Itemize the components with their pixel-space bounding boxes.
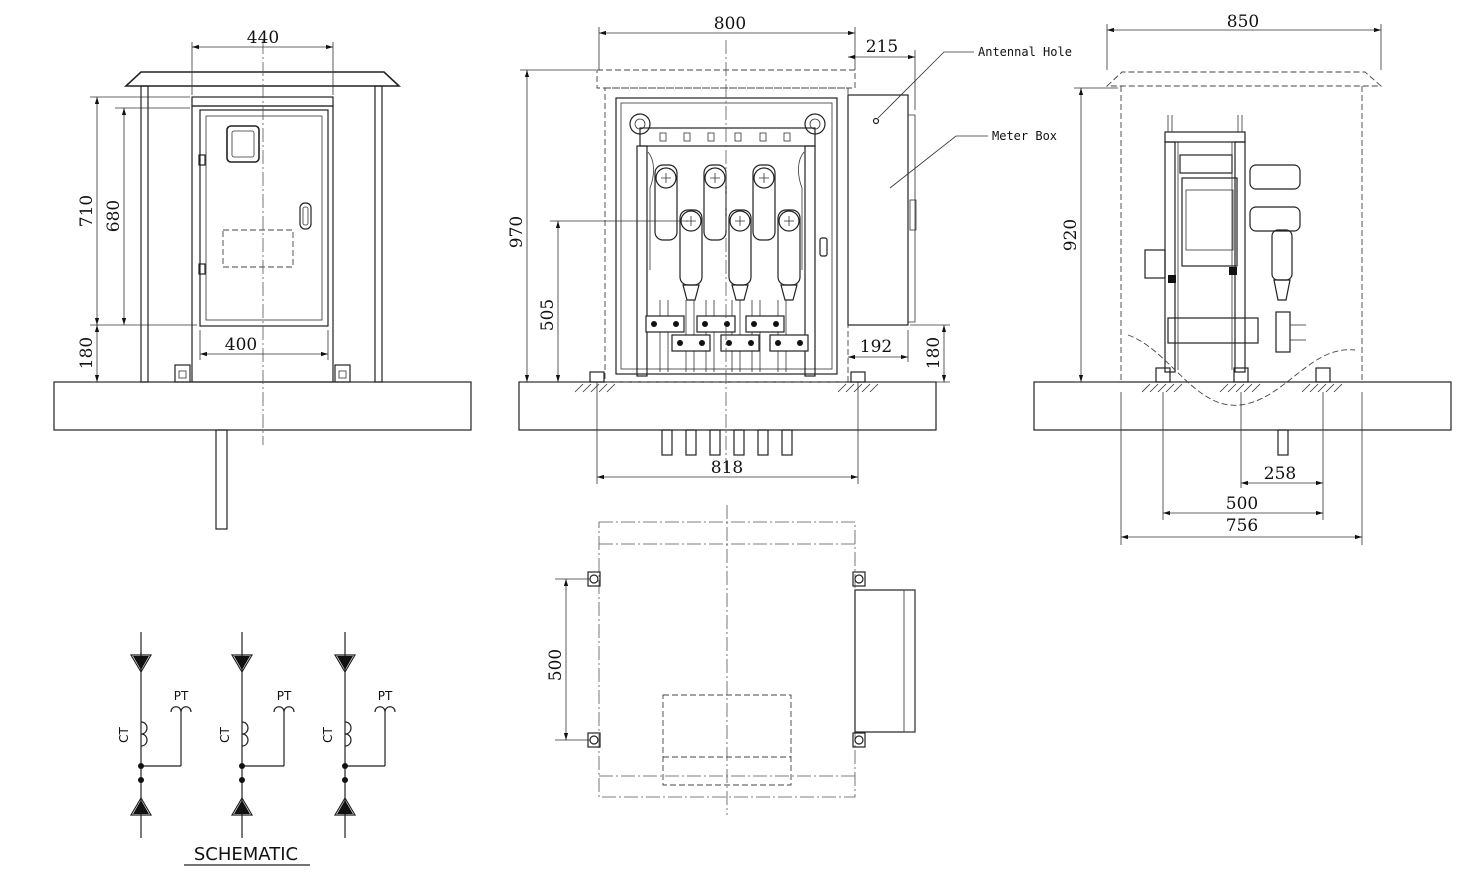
dim-front-door-width: 400 [225, 335, 257, 355]
dim-front-height-total: 710 [77, 195, 97, 227]
section-indicator [819, 237, 828, 257]
dim-front-base-height: 180 [77, 337, 97, 369]
dim-side-height: 920 [1061, 219, 1081, 251]
front-label-plate [222, 229, 294, 268]
meter-box-leader [889, 135, 988, 189]
dim-meter-box-offset: 192 [860, 337, 892, 357]
antenna-hole-label: Antennal Hole [978, 45, 1072, 59]
dim-side-roof-width: 850 [1227, 12, 1259, 32]
section-foundation [518, 381, 937, 431]
dim-side-half-span: 258 [1264, 464, 1296, 484]
dim-front-door-height: 680 [104, 200, 124, 232]
side-view: 850 920 258 500 756 [1033, 12, 1452, 545]
dim-section-width: 800 [714, 14, 746, 34]
schematic-phase-1: CT PT [117, 632, 192, 838]
dim-side-anchor-span: 500 [1226, 494, 1258, 514]
pt-label: PT [174, 689, 189, 703]
dim-plan-anchor-span: 500 [546, 649, 566, 681]
front-door [199, 109, 329, 327]
side-foundation [1033, 381, 1452, 431]
front-view: 440 710 680 180 400 [53, 28, 472, 530]
side-cable-trench [1127, 334, 1356, 406]
front-foundation [53, 381, 472, 431]
side-anchor-bolts [1141, 367, 1343, 393]
dim-side-base-span: 756 [1226, 516, 1258, 536]
front-door-handle [299, 202, 312, 230]
dim-mount-height: 505 [538, 299, 558, 331]
front-hinge [198, 263, 206, 275]
plan-meter-box [854, 589, 916, 733]
front-grounding-rod [215, 429, 228, 530]
side-frame [1144, 115, 1259, 373]
front-anchor-bolt [174, 364, 191, 383]
ct-label: CT [218, 726, 232, 742]
side-roof [1105, 71, 1383, 87]
front-anchor-bolt [334, 364, 351, 383]
dim-section-base-height: 180 [924, 337, 944, 369]
meter-box [847, 94, 909, 326]
front-meter-window [226, 125, 260, 163]
antenna-hole [872, 117, 880, 125]
busbar-mounting-rail [639, 127, 816, 147]
ct-label: CT [321, 726, 335, 742]
section-view: 800 215 970 505 192 180 818 Antennal Hol… [507, 14, 1072, 484]
schematic-title: SCHEMATIC [194, 844, 298, 865]
antenna-hole-leader [877, 51, 974, 119]
schematic: CT PT CT PT CT [117, 632, 396, 866]
front-hinge [198, 154, 206, 166]
dim-front-roof-width: 440 [247, 28, 279, 48]
section-cable-stubs [661, 429, 793, 456]
front-roof [123, 71, 402, 87]
schematic-phase-3: CT PT [321, 632, 396, 838]
pt-label: PT [277, 689, 292, 703]
front-cabinet-body [191, 105, 334, 383]
dim-meter-box-depth: 215 [866, 37, 898, 57]
transformer-stack [654, 164, 801, 301]
side-transformers [1249, 164, 1306, 353]
cable-clamps [645, 315, 809, 352]
schematic-phase-2: CT PT [218, 632, 295, 838]
front-door-hood [191, 96, 334, 107]
plan-view: 500 [546, 505, 916, 815]
ct-label: CT [117, 726, 131, 742]
plan-anchor-bolts [587, 571, 866, 748]
meter-box-label: Meter Box [992, 129, 1057, 143]
dim-section-height: 970 [507, 216, 527, 248]
pt-label: PT [378, 689, 393, 703]
dim-section-anchor-span: 818 [711, 458, 743, 478]
